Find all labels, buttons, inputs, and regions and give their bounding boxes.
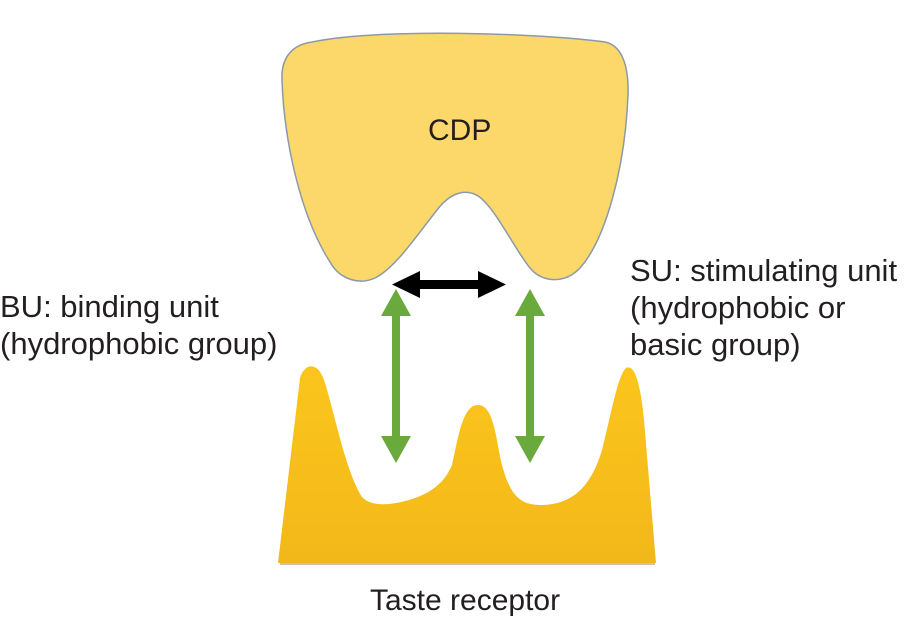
- stimulating-unit-description-2: basic group): [630, 327, 801, 362]
- cdp-label: CDP: [428, 114, 492, 147]
- binding-unit-label: BU: binding unit (hydrophobic group): [0, 288, 277, 362]
- stimulating-unit-interaction-arrow: [515, 289, 545, 463]
- stimulating-unit-title: SU: stimulating unit: [630, 253, 898, 288]
- taste-receptor-label: Taste receptor: [370, 584, 561, 617]
- distance-double-arrow: [392, 271, 506, 298]
- stimulating-unit-description-1: (hydrophobic or: [630, 290, 846, 325]
- taste-receptor-shape: [278, 366, 656, 563]
- stimulating-unit-label: SU: stimulating unit (hydrophobic or bas…: [630, 252, 897, 363]
- cdp-molecule-shape: [281, 32, 629, 282]
- binding-unit-description: (hydrophobic group): [0, 326, 278, 361]
- binding-unit-title: BU: binding unit: [0, 289, 219, 324]
- binding-unit-interaction-arrow: [381, 289, 411, 463]
